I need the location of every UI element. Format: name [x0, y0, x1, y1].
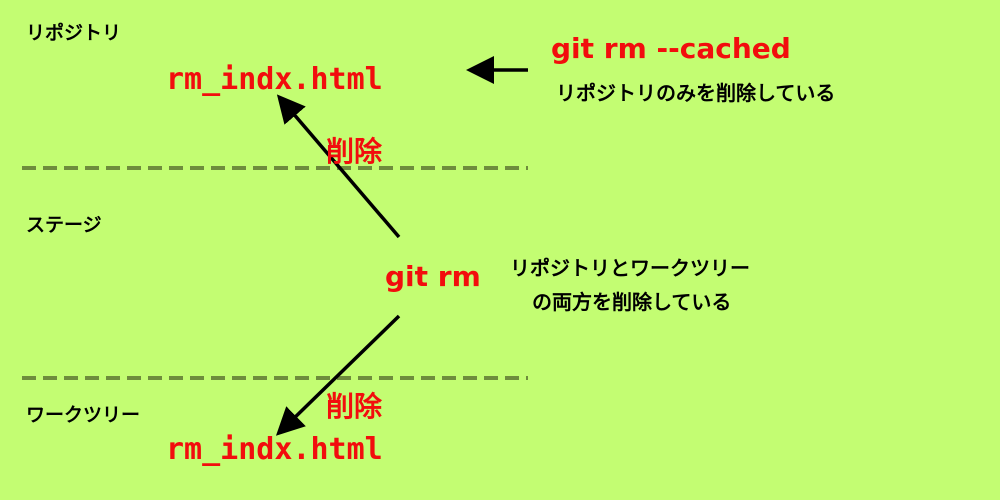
delete-label-lower: 削除	[326, 390, 383, 423]
delete-label-upper: 削除	[326, 135, 383, 168]
zone-label-stage: ステージ	[26, 214, 102, 236]
worktree-file-name: rm_indx.html	[166, 432, 383, 467]
arrow-to-repo	[276, 94, 401, 239]
command-git-rm: git rm	[385, 260, 481, 293]
repo-file-name: rm_indx.html	[166, 62, 383, 97]
arrow-to-worktree	[275, 314, 401, 436]
zone-label-worktree: ワークツリー	[26, 404, 141, 426]
command-git-rm-cached: git rm --cached	[551, 32, 791, 65]
description-rm-line1: リポジトリとワークツリー	[510, 256, 750, 280]
description-rm-line2: の両方を削除している	[532, 290, 732, 314]
zone-label-repository: リポジトリ	[26, 22, 122, 44]
description-cached: リポジトリのみを削除している	[556, 81, 836, 105]
